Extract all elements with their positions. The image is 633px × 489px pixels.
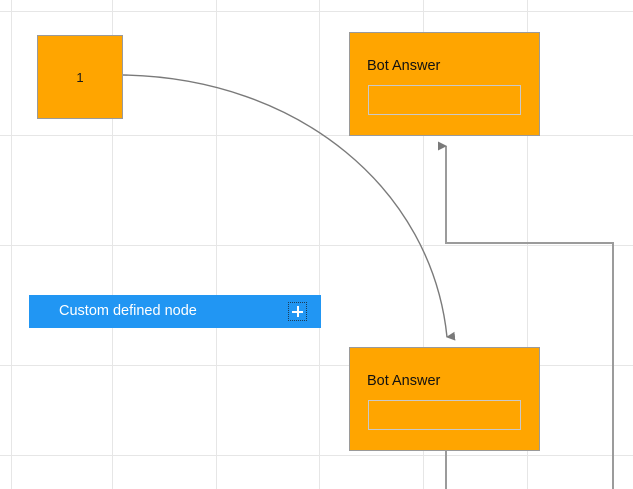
- start-node-label: 1: [76, 69, 84, 85]
- orthogonal-connector-to-bot-top[interactable]: [438, 141, 614, 489]
- curved-connector-start-to-bot-bottom[interactable]: [122, 74, 456, 341]
- start-node[interactable]: 1: [37, 35, 123, 119]
- plus-icon-vertical: [296, 306, 299, 317]
- custom-defined-node-bar[interactable]: Custom defined node: [29, 295, 321, 328]
- bot-answer-message-slot[interactable]: [368, 400, 521, 430]
- bot-answer-node-bottom[interactable]: Bot Answer: [349, 347, 540, 451]
- bot-answer-node-top[interactable]: Bot Answer: [349, 32, 540, 136]
- bot-answer-message-slot[interactable]: [368, 85, 521, 115]
- custom-defined-node-label: Custom defined node: [59, 303, 197, 320]
- plus-icon[interactable]: [288, 302, 307, 321]
- bot-answer-title: Bot Answer: [367, 373, 441, 389]
- bot-answer-title: Bot Answer: [367, 58, 441, 74]
